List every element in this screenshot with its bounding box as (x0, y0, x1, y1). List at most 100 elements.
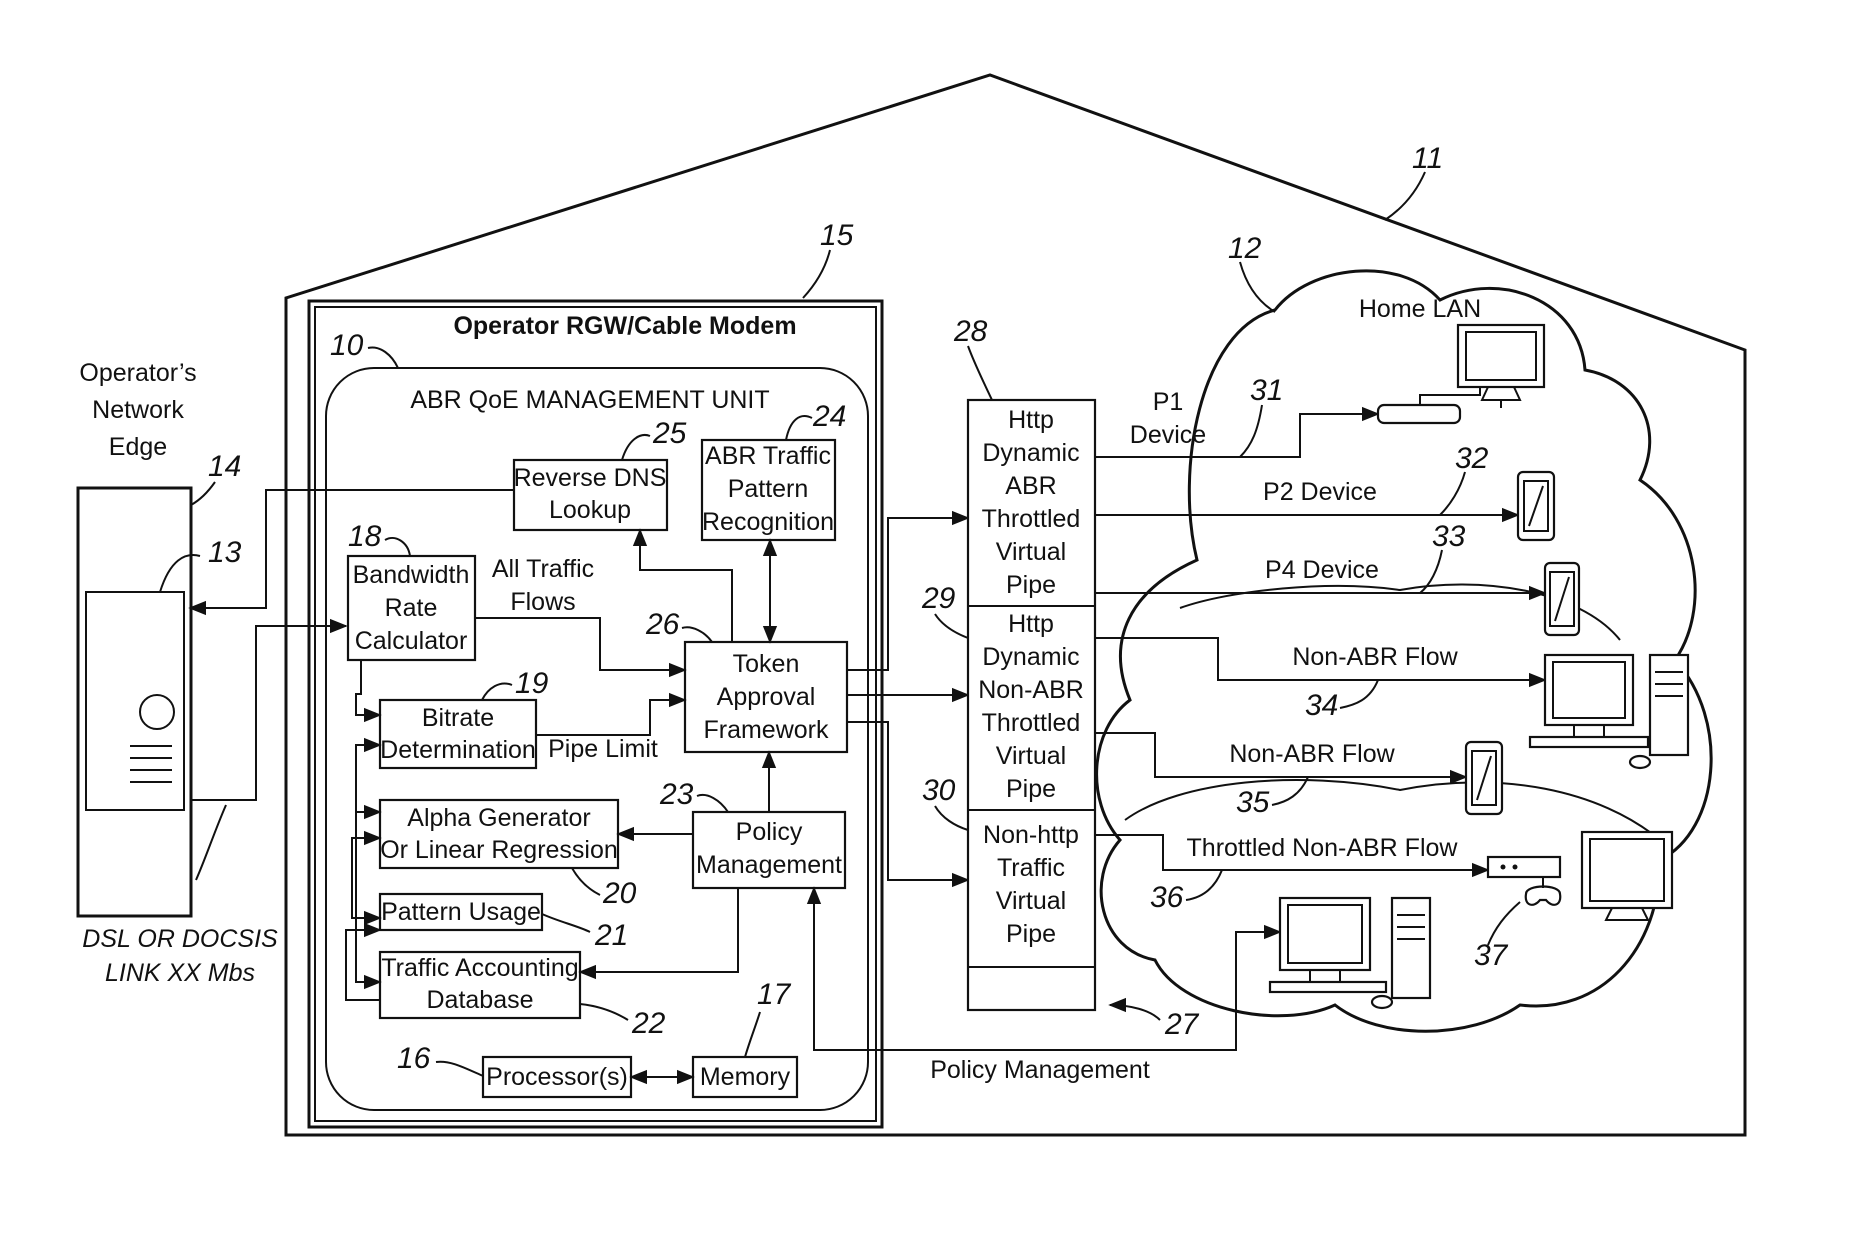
svg-text:11: 11 (1412, 142, 1443, 175)
svg-text:Operator’s: Operator’s (79, 359, 196, 387)
svg-text:Bitrate: Bitrate (422, 704, 494, 732)
svg-text:16: 16 (397, 1042, 431, 1075)
svg-text:Device: Device (1130, 421, 1206, 449)
non-abr-flow-2-label: Non-ABR Flow (1229, 740, 1395, 768)
svg-text:All Traffic: All Traffic (492, 555, 594, 583)
svg-text:ABR Traffic: ABR Traffic (705, 442, 831, 470)
throttled-flow-label: Throttled Non-ABR Flow (1187, 834, 1459, 862)
svg-text:Pipe: Pipe (1006, 775, 1056, 803)
svg-text:Http: Http (1008, 406, 1054, 434)
svg-text:Throttled: Throttled (982, 709, 1081, 737)
policy-pc-icon (1270, 898, 1430, 1008)
p4-phone-icon (1545, 563, 1579, 635)
all-traffic-label: All Traffic Flows (492, 555, 594, 616)
svg-text:Non-ABR: Non-ABR (978, 676, 1084, 704)
svg-text:Throttled: Throttled (982, 505, 1081, 533)
non-abr-flow-1-label: Non-ABR Flow (1292, 643, 1458, 671)
svg-text:Reverse DNS: Reverse DNS (514, 464, 667, 492)
svg-text:DSL OR DOCSIS: DSL OR DOCSIS (82, 925, 278, 953)
svg-text:Calculator: Calculator (355, 627, 468, 655)
svg-text:Virtual: Virtual (996, 538, 1066, 566)
svg-text:Memory: Memory (700, 1063, 791, 1091)
svg-text:37: 37 (1474, 939, 1509, 972)
svg-text:30: 30 (922, 774, 956, 807)
tv-monitor-icon (1582, 832, 1672, 920)
svg-text:Non-http: Non-http (983, 821, 1079, 849)
svg-text:14: 14 (208, 450, 241, 483)
svg-text:24: 24 (812, 400, 846, 433)
svg-text:Or Linear Regression: Or Linear Regression (380, 836, 618, 864)
svg-text:Bandwidth: Bandwidth (353, 561, 470, 589)
desktop-pc-icon (1530, 655, 1688, 768)
svg-text:36: 36 (1150, 881, 1184, 914)
svg-text:Dynamic: Dynamic (982, 439, 1079, 467)
svg-text:33: 33 (1432, 520, 1466, 553)
svg-text:Rate: Rate (385, 594, 438, 622)
pipe-limit-label: Pipe Limit (548, 735, 658, 763)
p2-device-label: P2 Device (1263, 478, 1377, 506)
modem-led-icon (140, 695, 174, 729)
network-edge-cabinet (78, 488, 191, 916)
svg-text:26: 26 (645, 608, 680, 641)
policy-management-label: Policy Management (930, 1056, 1150, 1084)
svg-text:Http: Http (1008, 610, 1054, 638)
svg-text:15: 15 (820, 219, 854, 252)
svg-text:12: 12 (1228, 232, 1262, 265)
svg-text:19: 19 (515, 667, 549, 700)
rgw-title: Operator RGW/Cable Modem (453, 312, 796, 340)
svg-text:Virtual: Virtual (996, 742, 1066, 770)
svg-text:13: 13 (208, 536, 242, 569)
svg-text:Traffic: Traffic (997, 854, 1065, 882)
abr-unit-title: ABR QoE MANAGEMENT UNIT (410, 386, 769, 414)
svg-text:Alpha Generator: Alpha Generator (407, 804, 590, 832)
svg-text:28: 28 (953, 315, 988, 348)
p1-device-label: P1 Device (1130, 388, 1206, 449)
svg-text:22: 22 (631, 1007, 666, 1040)
dsl-link-label: DSL OR DOCSIS LINK XX Mbs (82, 925, 278, 987)
svg-text:Network: Network (92, 396, 184, 424)
svg-text:Recognition: Recognition (702, 508, 834, 536)
svg-text:ABR: ABR (1005, 472, 1056, 500)
svg-text:23: 23 (659, 778, 694, 811)
svg-text:25: 25 (652, 417, 687, 450)
svg-text:Pipe: Pipe (1006, 920, 1056, 948)
svg-text:35: 35 (1236, 786, 1270, 819)
svg-text:Determination: Determination (380, 736, 536, 764)
p2-phone-icon (1518, 472, 1554, 540)
game-console-icon (1488, 857, 1560, 905)
svg-text:32: 32 (1455, 442, 1489, 475)
svg-text:LINK XX Mbs: LINK XX Mbs (105, 959, 255, 987)
svg-text:Edge: Edge (109, 433, 167, 461)
svg-text:Pipe: Pipe (1006, 571, 1056, 599)
p4-device-label: P4 Device (1265, 556, 1379, 584)
svg-text:20: 20 (602, 877, 637, 910)
svg-text:27: 27 (1164, 1008, 1200, 1041)
svg-text:29: 29 (921, 582, 956, 615)
svg-text:Policy: Policy (736, 818, 803, 846)
svg-text:Traffic Accounting: Traffic Accounting (381, 954, 578, 982)
svg-text:Lookup: Lookup (549, 496, 631, 524)
svg-text:Dynamic: Dynamic (982, 643, 1079, 671)
svg-text:18: 18 (348, 520, 382, 553)
svg-text:Token: Token (733, 650, 800, 678)
svg-text:Management: Management (696, 851, 842, 879)
svg-text:Pattern Usage: Pattern Usage (381, 898, 541, 926)
svg-text:21: 21 (594, 919, 628, 952)
svg-text:Approval: Approval (717, 683, 816, 711)
svg-text:17: 17 (757, 978, 792, 1011)
svg-text:P1: P1 (1153, 388, 1184, 416)
svg-text:10: 10 (330, 329, 364, 362)
svg-text:Database: Database (426, 986, 533, 1014)
set-top-box-icon (1378, 387, 1480, 423)
svg-text:Processor(s): Processor(s) (486, 1063, 628, 1091)
svg-text:Pattern: Pattern (728, 475, 809, 503)
svg-text:Flows: Flows (510, 588, 575, 616)
operator-edge-text: Operator’s Network Edge (79, 359, 196, 461)
svg-text:Virtual: Virtual (996, 887, 1066, 915)
svg-text:Framework: Framework (703, 716, 829, 744)
svg-text:34: 34 (1305, 689, 1338, 722)
home-lan-label: Home LAN (1359, 295, 1481, 323)
non-abr-phone-icon (1466, 742, 1502, 814)
svg-text:31: 31 (1250, 374, 1283, 407)
